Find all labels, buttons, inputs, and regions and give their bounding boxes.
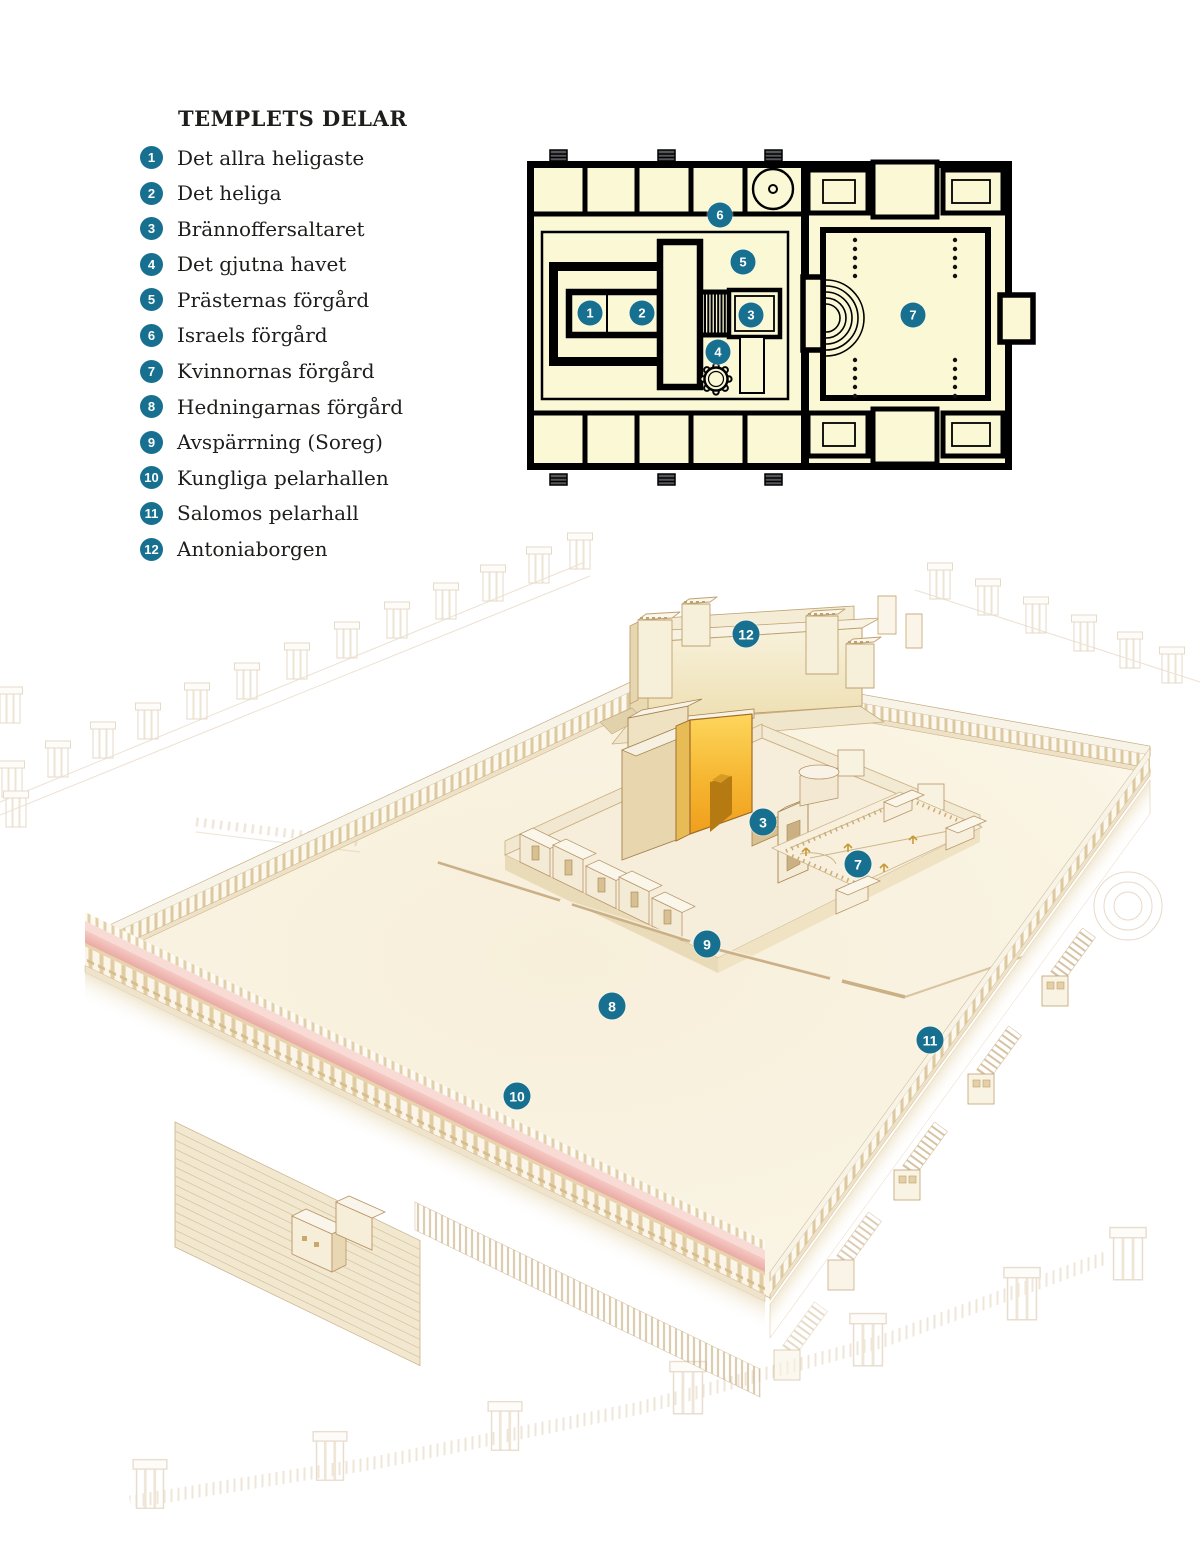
legend-badge-6: 6 — [140, 323, 163, 347]
legend-badge-12: 12 — [140, 537, 163, 561]
inner-temple-compound — [503, 698, 988, 973]
legend-badge-2: 2 — [140, 181, 163, 205]
legend-label-2: Det heliga — [177, 181, 282, 206]
legend-badge-11: 11 — [140, 501, 163, 525]
legend-label-3: Brännoffersaltaret — [177, 216, 365, 241]
legend-item-7: 7 Kvinnornas förgård — [140, 359, 403, 384]
legend-item-4: 4 Det gjutna havet — [140, 252, 403, 277]
plan-molten-sea — [699, 362, 733, 396]
legend-item-1: 1 Det allra heligaste — [140, 145, 403, 170]
scene-marker-11: 11 — [916, 1026, 944, 1054]
legend-badge-4: 4 — [140, 252, 163, 276]
court-chambers — [519, 827, 696, 942]
plan-curved-stairs — [825, 279, 865, 357]
legend-item-8: 8 Hedningarnas förgård — [140, 394, 404, 419]
plan-marker-5: 5 — [730, 249, 756, 275]
scene-marker-10: 10 — [503, 1082, 531, 1110]
legend-item-9: 9 Avspärrning (Soreg) — [140, 430, 403, 455]
scene-marker-12: 12 — [732, 620, 760, 648]
sketched-city-wall — [0, 532, 1200, 941]
legend-badge-3: 3 — [140, 217, 163, 241]
legend-item-10: 10 Kungliga pelarhallen — [140, 465, 403, 490]
plan-marker-2: 2 — [629, 300, 655, 326]
scene-marker-8: 8 — [598, 992, 626, 1020]
grand-staircase — [174, 1121, 761, 1398]
scene-marker-7: 7 — [844, 850, 872, 878]
legend-item-6: 6 Israels förgård — [140, 323, 403, 348]
plan-stairs — [703, 289, 727, 338]
legend-label-4: Det gjutna havet — [177, 252, 347, 277]
plan-marker-3: 3 — [738, 302, 764, 328]
scene-marker-3: 3 — [749, 808, 777, 836]
plan-marker-1: 1 — [577, 300, 603, 326]
solomons-colonnade — [769, 746, 1151, 1339]
legend-badge-1: 1 — [140, 146, 163, 169]
legend-item-3: 3 Brännoffersaltaret — [140, 216, 403, 241]
legend-label-11: Salomos pelarhall — [177, 501, 359, 526]
west-colonnade — [87, 679, 636, 967]
floor-plan-diagram — [527, 149, 1036, 486]
legend-badge-10: 10 — [140, 466, 163, 490]
legend-badge-8: 8 — [140, 395, 163, 419]
legend-badge-5: 5 — [140, 288, 163, 312]
royal-stoa — [84, 912, 766, 1332]
plan-marker-7: 7 — [900, 302, 926, 328]
temple-3d-illustration — [0, 532, 1200, 1509]
legend-label-10: Kungliga pelarhallen — [177, 465, 389, 490]
legend-item-12: 12 Antoniaborgen — [140, 537, 403, 562]
legend-label-7: Kvinnornas förgård — [177, 359, 375, 384]
legend-label-8: Hedningarnas förgård — [177, 394, 404, 419]
legend-label-9: Avspärrning (Soreg) — [177, 430, 383, 455]
gate-buildings — [291, 1195, 386, 1273]
legend-item-2: 2 Det heliga — [140, 181, 403, 206]
plan-marker-4: 4 — [705, 339, 731, 365]
legend: 1 Det allra heligaste 2 Det heliga 3 Bränno… — [140, 146, 403, 573]
plan-gates — [549, 149, 783, 486]
legend-label-12: Antoniaborgen — [177, 537, 328, 562]
plan-porch — [656, 238, 704, 391]
legend-item-5: 5 Prästernas förgård — [140, 287, 403, 312]
golden-facade — [675, 708, 755, 842]
sketched-lower-wall — [128, 1226, 1147, 1509]
legend-label-6: Israels förgård — [177, 323, 328, 348]
east-wall-stairs — [773, 927, 1096, 1381]
plan-marker-6: 6 — [707, 202, 733, 228]
page-title: TEMPLETS DELAR — [178, 106, 408, 131]
legend-label-1: Det allra heligaste — [177, 145, 365, 170]
north-colonnade — [837, 689, 1151, 774]
legend-badge-9: 9 — [140, 430, 163, 454]
antonia-fortress — [599, 595, 923, 745]
womens-court — [771, 764, 988, 915]
scene-marker-9: 9 — [693, 930, 721, 958]
legend-item-11: 11 Salomos pelarhall — [140, 501, 403, 526]
legend-badge-7: 7 — [140, 359, 163, 383]
plan-priests-court — [540, 230, 790, 401]
temple-doorway — [710, 776, 732, 832]
legend-label-5: Prästernas förgård — [177, 287, 370, 312]
